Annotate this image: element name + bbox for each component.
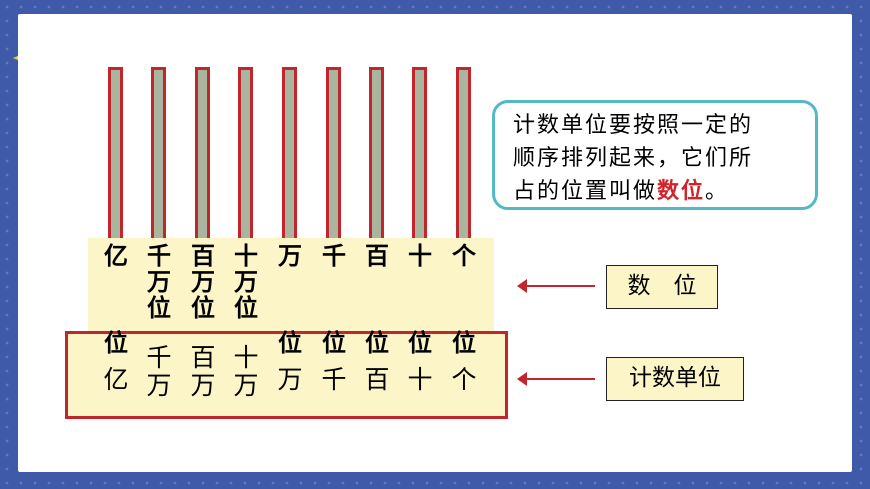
wei-char-bai: 位 — [365, 329, 389, 357]
unit-col-shi: 十 — [407, 365, 433, 394]
abacus-rod — [282, 67, 297, 247]
position-label: 数 位 — [606, 265, 718, 309]
position-col-bai: 百 — [365, 242, 389, 270]
unit-col-ge: 个 — [451, 365, 477, 394]
unit-col-shiwan: 十万 — [233, 343, 259, 400]
position-col-yi: 亿 — [104, 242, 128, 270]
abacus-rod — [369, 67, 384, 247]
unit-col-yi: 亿 — [103, 365, 129, 394]
unit-col-qianwan: 千万 — [146, 343, 172, 400]
arrow-left-icon — [517, 279, 595, 293]
position-col-qian: 千 — [322, 242, 346, 270]
abacus-rod — [151, 67, 166, 247]
definition-note: 计数单位要按照一定的 顺序排列起来，它们所 占的位置叫做数位。 — [492, 100, 818, 210]
unit-col-wan: 万 — [277, 365, 303, 394]
position-col-ge: 个 — [452, 242, 476, 270]
abacus-rod — [326, 67, 341, 247]
position-col-wan: 万 — [278, 242, 302, 270]
wei-char-shi: 位 — [408, 329, 432, 357]
abacus-rod — [456, 67, 471, 247]
wei-char-wan: 位 — [278, 329, 302, 357]
position-band — [88, 238, 494, 334]
abacus-rod — [108, 67, 123, 247]
note-line-1: 计数单位要按照一定的 — [513, 113, 754, 138]
arrow-left-icon — [517, 372, 595, 386]
position-col-baiwan: 百万位 — [191, 242, 215, 322]
counting-unit-box — [65, 331, 508, 419]
unit-col-qian: 千 — [321, 365, 347, 394]
wei-char-qian: 位 — [322, 329, 346, 357]
position-col-qianwan: 千万位 — [147, 242, 171, 322]
counting-unit-label: 计数单位 — [606, 357, 744, 401]
unit-col-baiwan: 百万 — [190, 343, 216, 400]
wei-char-yi: 位 — [104, 329, 128, 357]
note-line-3: 占的位置叫做数位。 — [513, 179, 730, 204]
abacus-rod — [195, 67, 210, 247]
note-line-2: 顺序排列起来，它们所 — [513, 146, 754, 171]
position-col-shi: 十 — [408, 242, 432, 270]
wei-char-ge: 位 — [452, 329, 476, 357]
position-col-shiwan: 十万位 — [234, 242, 258, 322]
abacus-rod — [238, 67, 253, 247]
highlight-term: 数位 — [657, 179, 706, 204]
unit-col-bai: 百 — [364, 365, 390, 394]
abacus-rod — [412, 67, 427, 247]
